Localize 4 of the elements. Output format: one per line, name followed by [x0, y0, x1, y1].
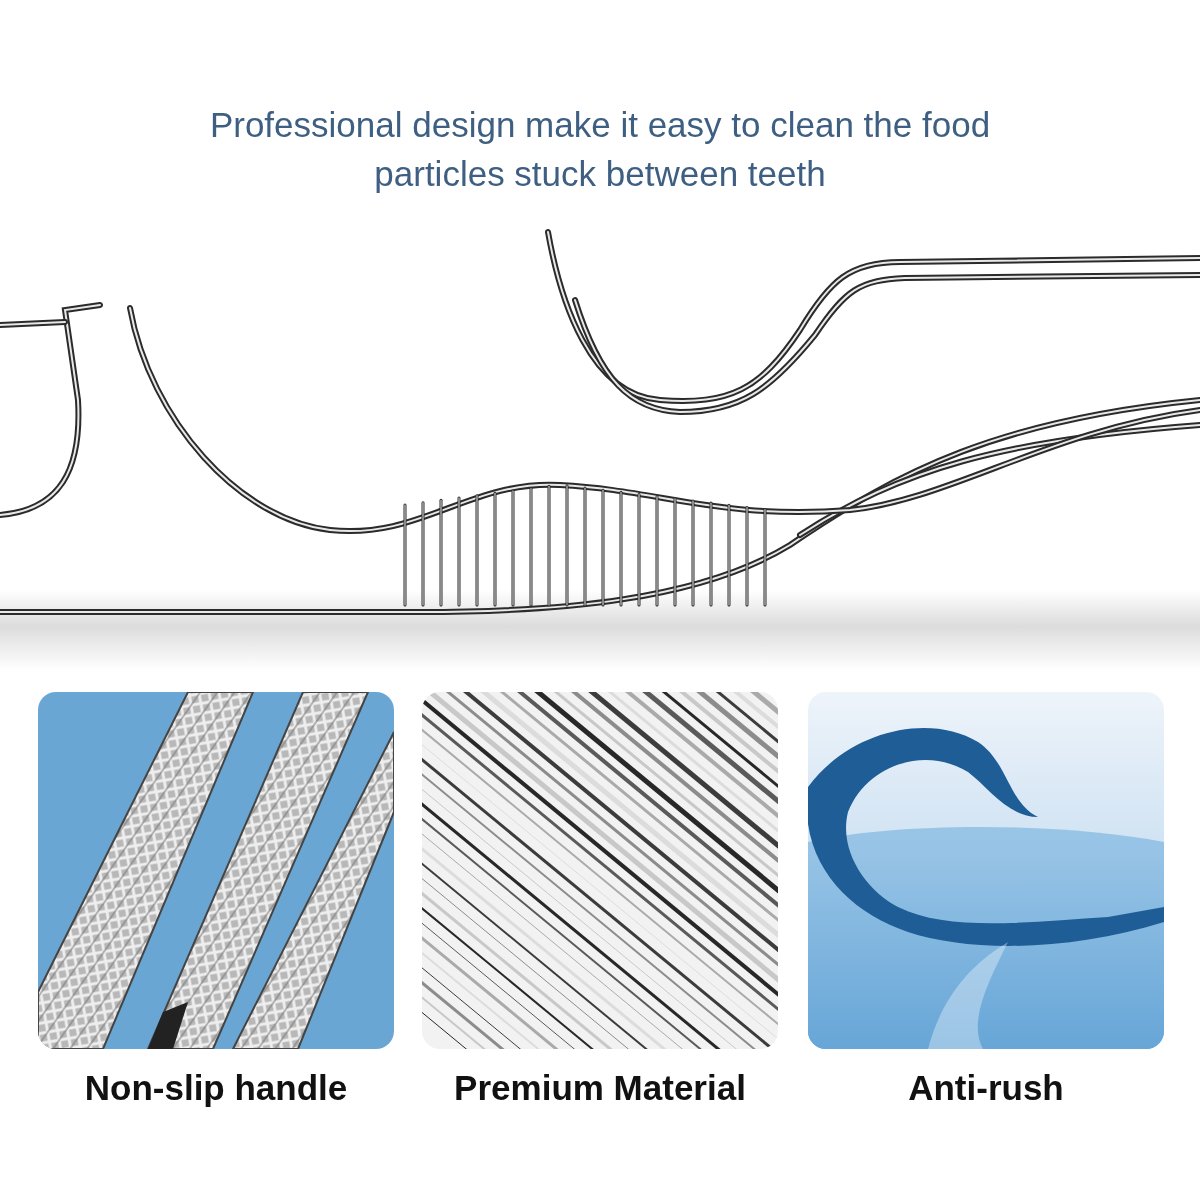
heading: Professional design make it easy to clean the food particles stuck between teeth	[208, 104, 992, 195]
caption: Premium Material	[453, 1068, 747, 1108]
caption: Anti-rush	[907, 1068, 1065, 1108]
caption: Non-slip handle	[83, 1068, 349, 1108]
